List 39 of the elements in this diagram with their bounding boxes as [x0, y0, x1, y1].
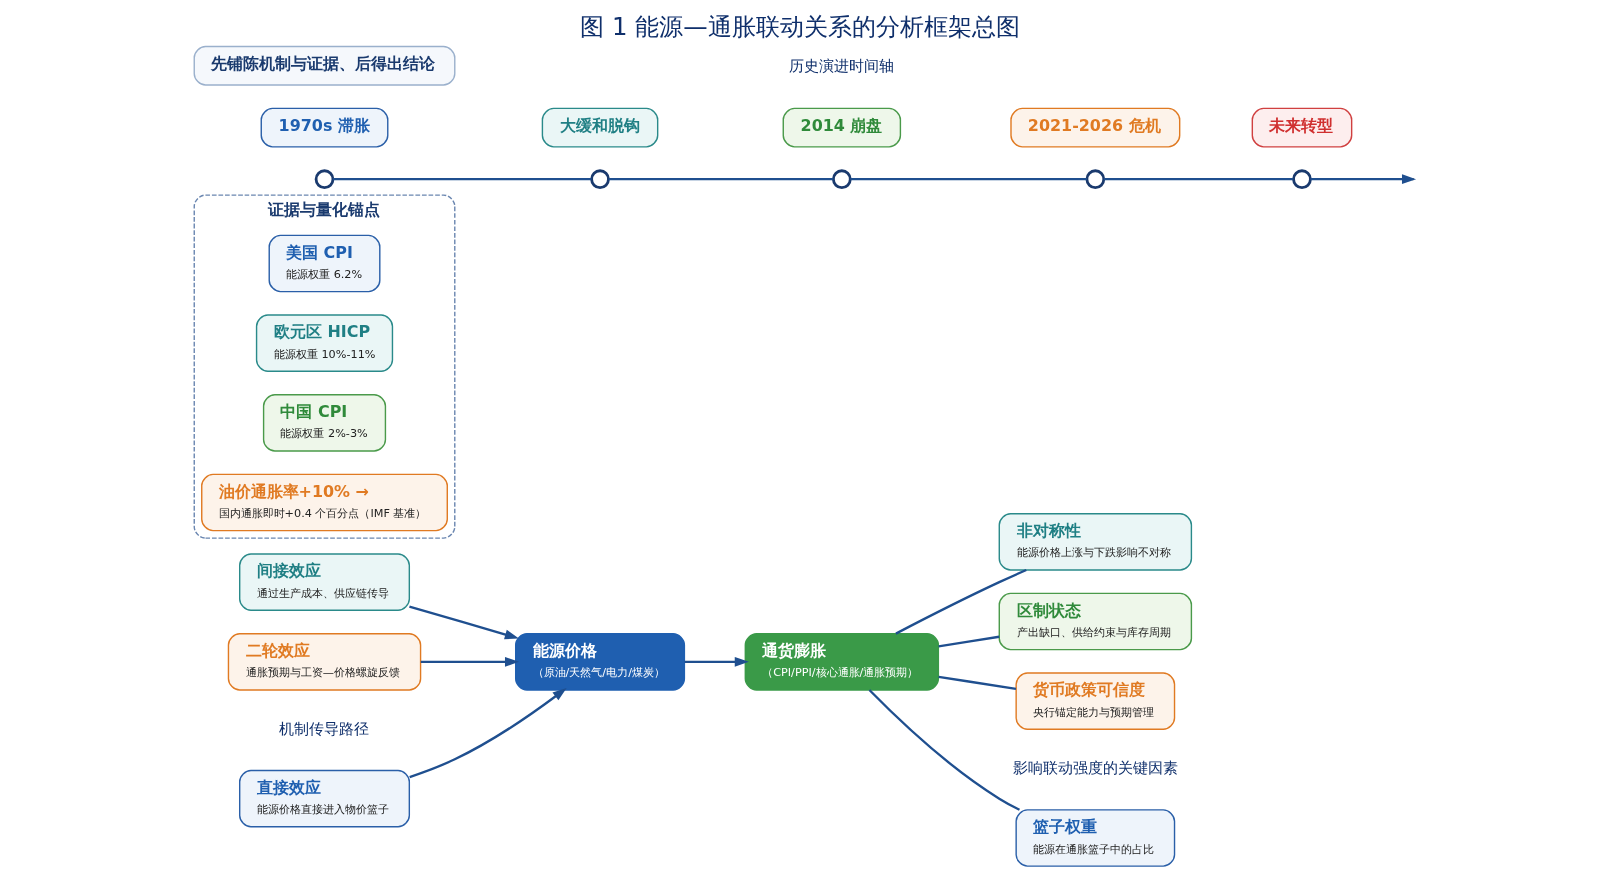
- diagram-title: 图 1 能源—通胀联动关系的分析框架总图: [580, 12, 1020, 42]
- node-box: 间接效应 通过生产成本、供应链传导: [239, 553, 411, 611]
- node-box: 篮子权重 能源在通胀篮子中的占比: [1015, 809, 1176, 867]
- node-box: 非对称性 能源价格上涨与下跌影响不对称: [998, 513, 1193, 571]
- node-box: 直接效应 能源价格直接进入物价篮子: [239, 769, 411, 828]
- node-box: 未来转型: [1251, 107, 1353, 148]
- node-circle: [832, 169, 852, 189]
- node-circle: [590, 169, 610, 189]
- connector: [868, 689, 1021, 811]
- label: 影响联动强度的关键因素: [1012, 759, 1178, 778]
- connector: [608, 178, 834, 181]
- node-box: 欧元区 HICP 能源权重 10%-11%: [255, 314, 394, 372]
- node-box: 货币政策可信度 央行锚定能力与预期管理: [1015, 672, 1176, 730]
- connector: [333, 178, 592, 181]
- node-circle: [314, 169, 335, 189]
- arrow: [409, 687, 567, 779]
- node-box: 区制状态 产出缺口、供给约束与库存周期: [998, 592, 1193, 651]
- node-box: 油价通胀率+10% → 国内通胀即时+0.4 个百分点（IMF 基准）: [201, 473, 448, 532]
- node-circle: [1085, 169, 1106, 189]
- node-box: 美国 CPI 能源权重 6.2%: [268, 234, 381, 293]
- node-box: 二轮效应 通胀预期与工资—价格螺旋反馈: [227, 633, 422, 691]
- connector: [938, 675, 1017, 691]
- node-box: 能源价格 （原油/天然气/电力/煤炭）: [515, 633, 686, 691]
- arrow: [684, 656, 749, 667]
- node-circle: [1292, 169, 1312, 189]
- connector: [938, 635, 1000, 648]
- node-box: 通货膨胀 （CPI/PPI/核心通胀/通胀预期）: [744, 633, 940, 691]
- label: 历史演进时间轴: [789, 57, 895, 76]
- connector: [850, 178, 1087, 181]
- node-box: 中国 CPI 能源权重 2%-3%: [262, 394, 387, 452]
- node-box: 1970s 滞胀: [260, 107, 389, 148]
- node-box: 先铺陈机制与证据、后得出结论: [193, 45, 456, 86]
- arrow: [420, 656, 520, 667]
- connector: [1103, 178, 1294, 181]
- label: 机制传导路径: [279, 719, 370, 738]
- arrow: [409, 605, 519, 640]
- node-box: 2014 崩盘: [782, 107, 902, 148]
- node-box: 2021-2026 危机: [1010, 107, 1181, 148]
- node-box: 大缓和脱钩: [541, 107, 659, 148]
